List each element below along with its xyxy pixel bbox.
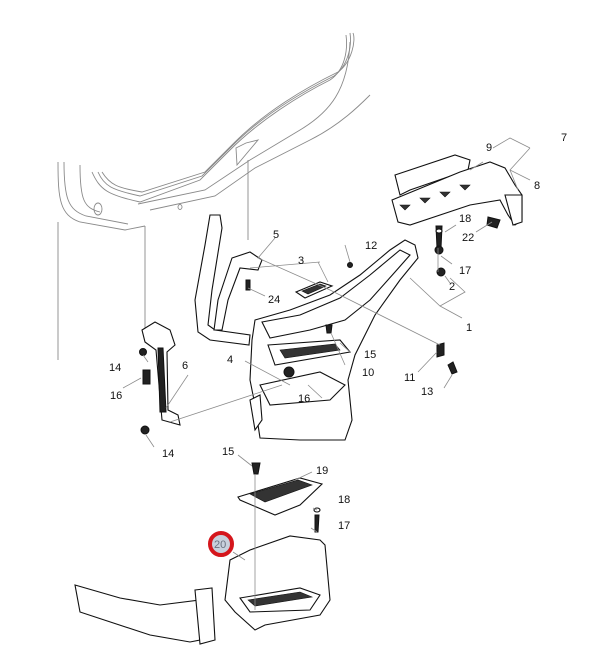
leader-lines: [122, 137, 531, 610]
callout-22[interactable]: 22: [462, 232, 474, 244]
callout-17-upper[interactable]: 17: [459, 265, 471, 277]
callout-18-upper[interactable]: 18: [459, 213, 471, 225]
callout-9[interactable]: 9: [486, 142, 492, 154]
vehicle-body-outline: [57, 32, 371, 360]
callout-1[interactable]: 1: [466, 322, 472, 334]
front-step-rail: [74, 584, 216, 645]
support-bracket: [194, 214, 263, 346]
fasteners: [139, 216, 501, 533]
callout-13[interactable]: 13: [421, 386, 433, 398]
callout-8[interactable]: 8: [534, 180, 540, 192]
callout-14-upper[interactable]: 14: [109, 362, 121, 374]
step-housing-20: [224, 535, 331, 631]
callout-24[interactable]: 24: [268, 294, 280, 306]
callout-20[interactable]: 20: [214, 539, 226, 551]
callout-15-lower[interactable]: 15: [222, 446, 234, 458]
callout-18-lower[interactable]: 18: [338, 494, 350, 506]
callout-7[interactable]: 7: [561, 132, 567, 144]
callout-11[interactable]: 11: [404, 372, 415, 384]
callout-19[interactable]: 19: [316, 465, 328, 477]
step-bracket-6: [141, 321, 181, 426]
callout-16-left[interactable]: 16: [110, 390, 122, 402]
callout-labels: 1 2 3 4 5 6 7 8 9 10 11 12 13 14 14 15 1…: [109, 132, 567, 557]
callout-10[interactable]: 10: [362, 367, 374, 379]
callout-20-highlight[interactable]: 20: [208, 531, 234, 557]
callout-16-center[interactable]: 16: [298, 393, 310, 405]
callout-3[interactable]: 3: [298, 255, 304, 267]
callout-2[interactable]: 2: [449, 281, 455, 293]
callout-5[interactable]: 5: [273, 229, 279, 241]
callout-14-lower[interactable]: 14: [162, 448, 174, 460]
callout-12[interactable]: 12: [365, 240, 377, 252]
bracket-assembly-7: [391, 154, 523, 226]
callout-6[interactable]: 6: [182, 360, 188, 372]
callout-15-upper[interactable]: 15: [364, 349, 376, 361]
callout-17-lower[interactable]: 17: [338, 520, 350, 532]
step-pad-19: [237, 477, 324, 516]
callout-4[interactable]: 4: [227, 354, 233, 366]
step-pad-3: [294, 281, 334, 299]
